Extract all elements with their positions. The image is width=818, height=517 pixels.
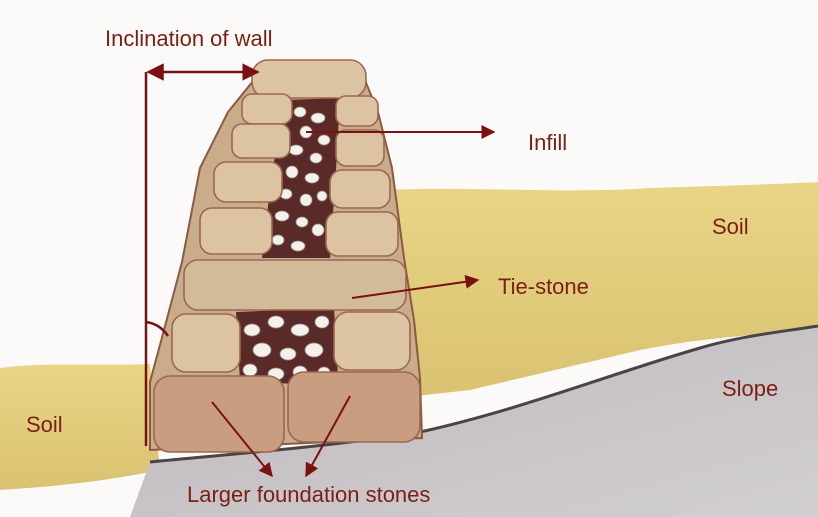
soil-left-area <box>0 364 160 490</box>
label-larger-foundation-stones: Larger foundation stones <box>187 484 430 506</box>
label-soil-right: Soil <box>712 216 749 238</box>
label-soil-left: Soil <box>26 414 63 436</box>
label-slope: Slope <box>722 378 778 400</box>
label-inclination-of-wall: Inclination of wall <box>105 28 273 50</box>
label-infill: Infill <box>528 132 567 154</box>
label-tie-stone: Tie-stone <box>498 276 589 298</box>
